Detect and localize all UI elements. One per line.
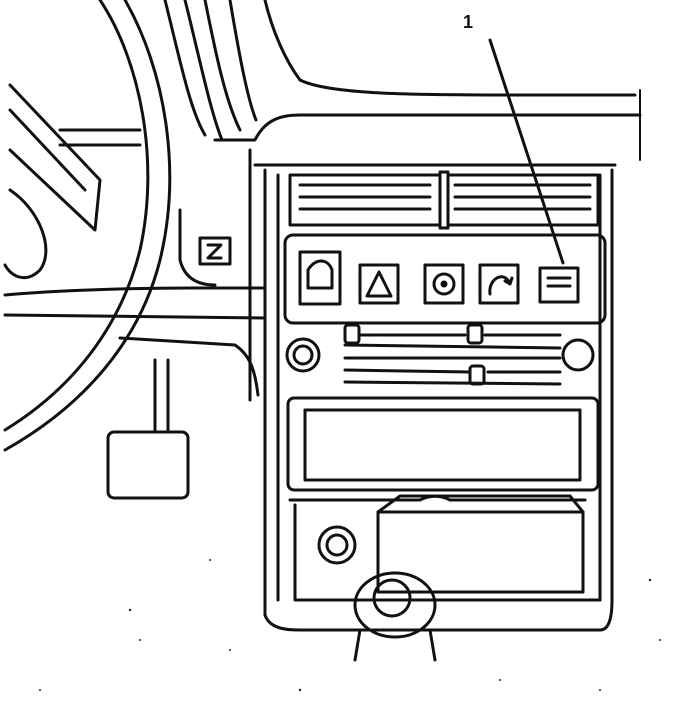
climate-controls [285,323,595,386]
steering-wheel [3,0,172,452]
center-air-vents [288,170,600,230]
brake-pedal [106,358,190,500]
lower-console [288,494,602,602]
callout-1: 1 [463,12,565,265]
scan-noise [39,559,661,692]
callout-label: 1 [463,12,473,32]
radio-opening [286,396,600,492]
center-console [263,168,614,632]
dashboard-top [3,78,642,402]
switch-panel [283,233,607,325]
gear-shift [353,571,437,662]
gear-position-indicator-icon [198,236,232,266]
steering-column [163,0,302,142]
